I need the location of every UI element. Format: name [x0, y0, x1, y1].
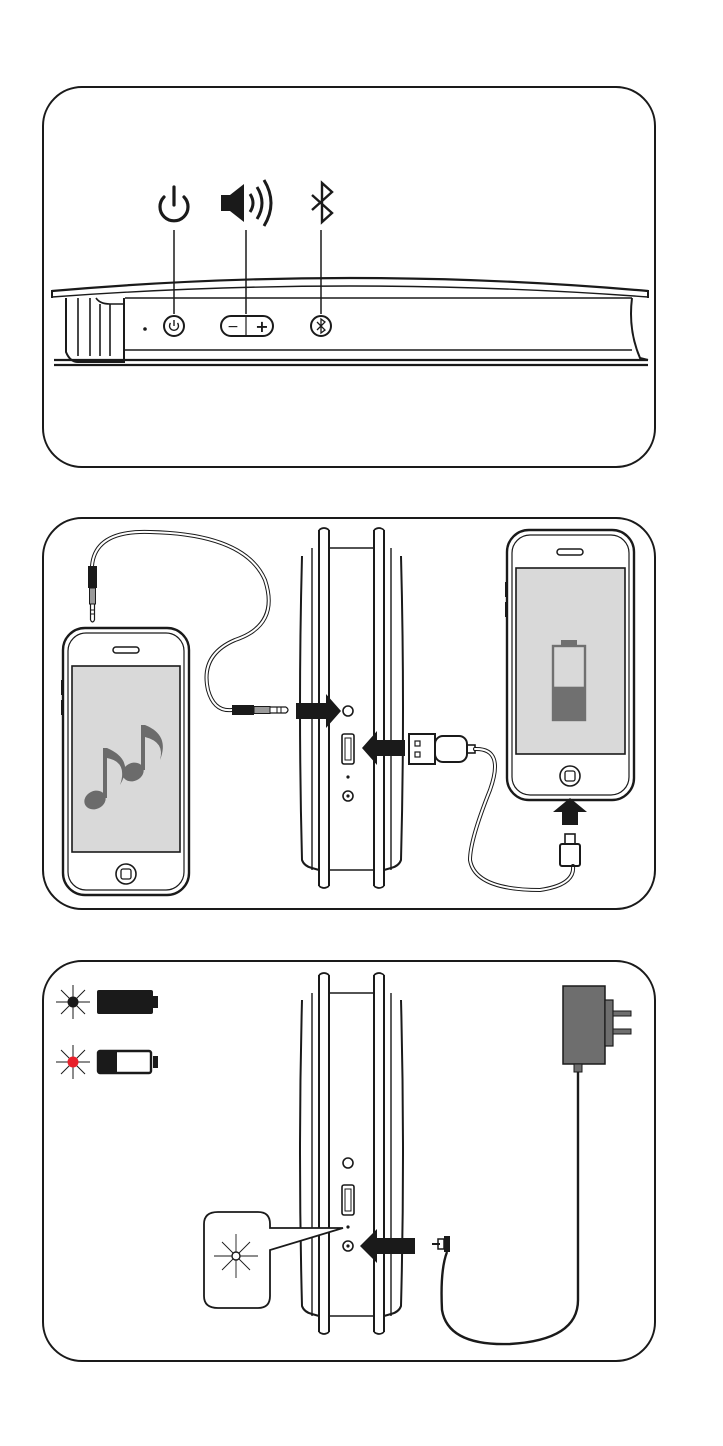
legend-led-off — [56, 985, 90, 1019]
connections-illustration — [62, 528, 634, 895]
volume-minus-label: − — [227, 319, 239, 335]
audio-jack-plug-phone — [88, 566, 97, 622]
speaker-top-view — [52, 278, 648, 365]
legend-battery-low — [98, 1051, 158, 1073]
battery-fill — [553, 687, 585, 720]
charging-illustration — [56, 973, 631, 1344]
smartphone-charging — [506, 530, 634, 800]
power-button — [164, 316, 184, 336]
arrow-dc-in — [360, 1229, 415, 1263]
dc-plug-cable — [432, 1070, 578, 1344]
legend-led-on — [56, 1045, 90, 1079]
arrow-phone-charge — [553, 798, 587, 825]
led-callout — [204, 1212, 343, 1308]
controls-illustration — [52, 180, 648, 365]
volume-plus-label: + — [255, 317, 268, 336]
bluetooth-icon — [312, 183, 332, 222]
bluetooth-button — [311, 316, 331, 336]
power-adapter — [563, 986, 631, 1072]
audio-jack-plug-speaker — [232, 705, 288, 715]
speaker-volume-icon — [221, 180, 271, 226]
speaker-side-view-charging — [300, 973, 403, 1334]
power-icon — [160, 187, 188, 221]
legend-battery-full — [97, 990, 158, 1014]
smartphone-music — [62, 628, 189, 895]
